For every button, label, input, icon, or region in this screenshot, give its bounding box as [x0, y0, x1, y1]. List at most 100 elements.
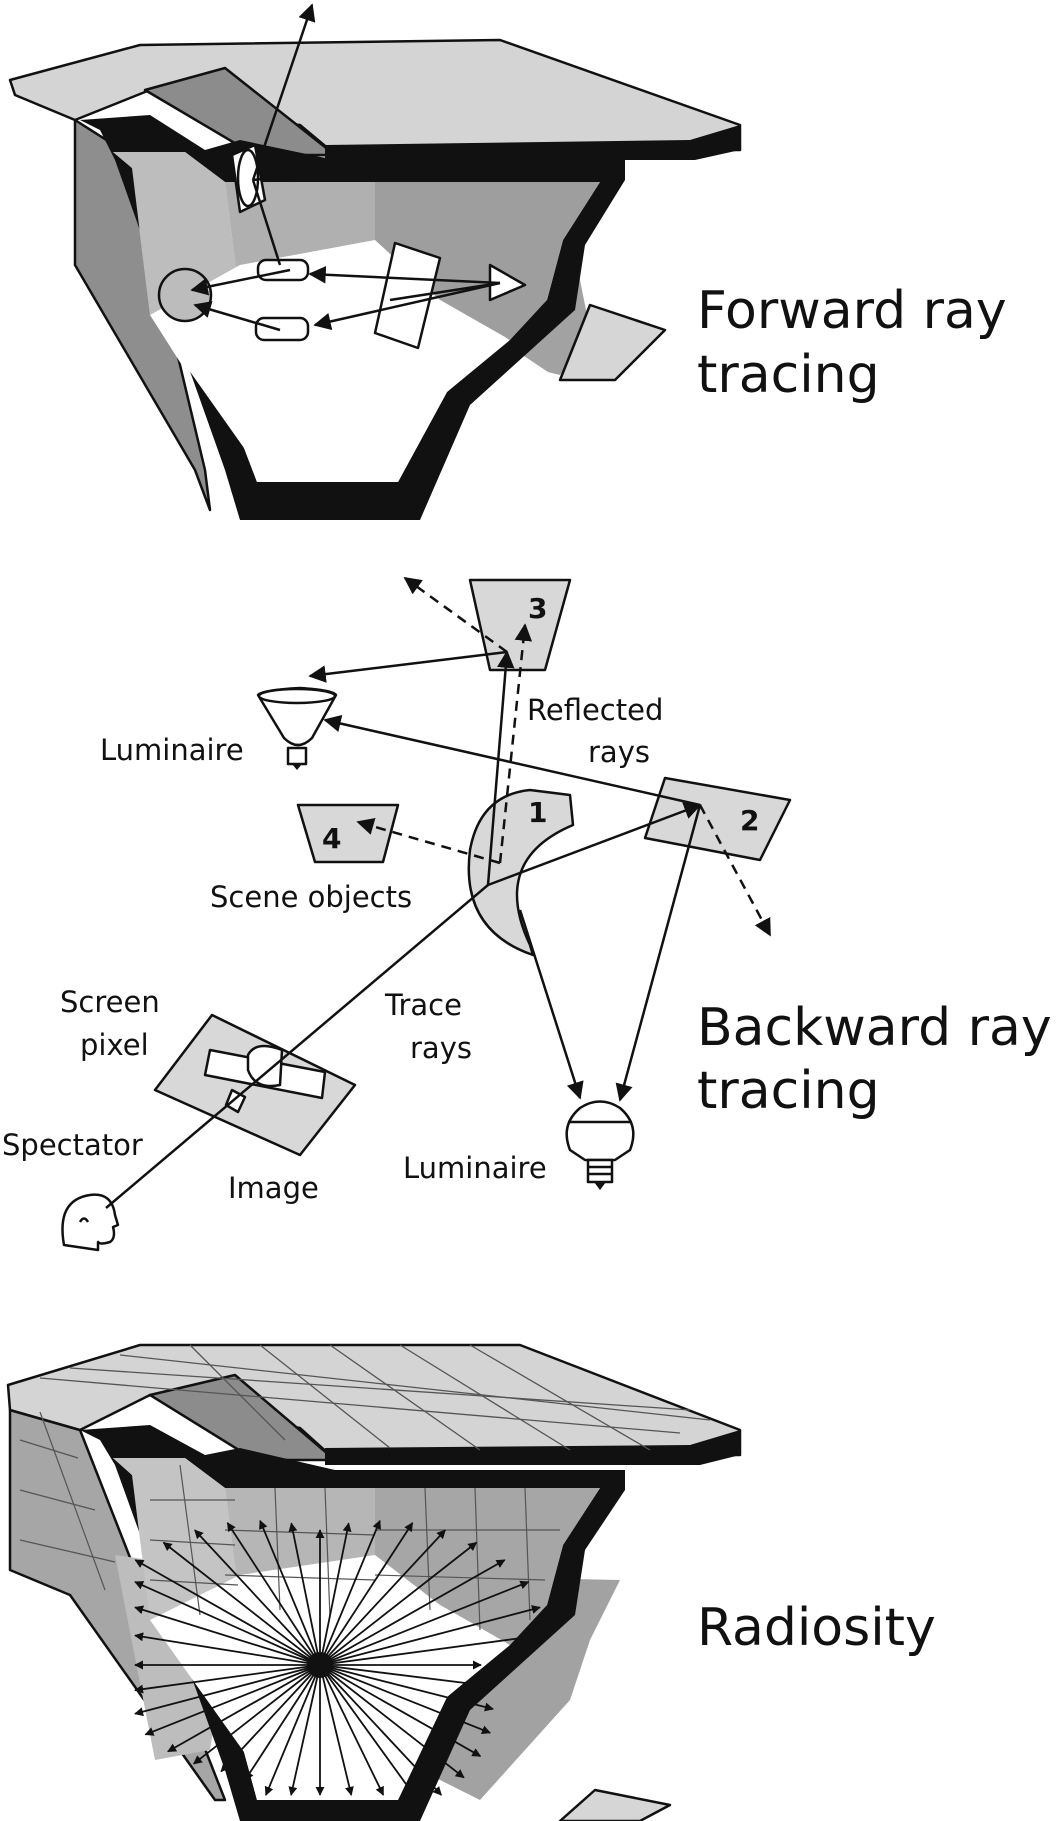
- luminaire-bottom-label: Luminaire: [403, 1151, 547, 1185]
- trace-ray: [105, 884, 489, 1209]
- radiosity-ledge: [558, 1788, 672, 1821]
- radiosity-ray: [259, 1519, 321, 1666]
- reflected-rays-label-line2: rays: [588, 735, 650, 769]
- backward-rays: [105, 576, 772, 1209]
- spectator-head-icon: [61, 1193, 120, 1252]
- forward-title-line1: Forward ray: [697, 281, 1007, 341]
- radiosity-ray: [319, 1580, 530, 1666]
- trace-rays-label-line1: Trace: [384, 988, 462, 1022]
- forward-ray: [252, 168, 336, 182]
- scene-objects-label: Scene objects: [210, 880, 412, 914]
- backward-ray-tracing-panel: 3 4 1 2: [2, 576, 1052, 1252]
- scene-object-2: [643, 776, 792, 862]
- forward-ray-tracing-panel: Forward ray tracing: [8, 3, 1007, 520]
- radiosity-title: Radiosity: [697, 1598, 936, 1658]
- radiosity-ray: [319, 1664, 491, 1690]
- radiosity-ray: [319, 1541, 478, 1666]
- forward-ray: [308, 266, 501, 285]
- object-4-label: 4: [322, 822, 341, 855]
- radiosity-ray: [220, 1664, 321, 1773]
- forward-title-line2: tracing: [697, 345, 880, 405]
- radiosity-ray: [162, 1541, 321, 1666]
- radiosity-ray: [319, 1519, 381, 1666]
- roof: [8, 38, 742, 152]
- receiver-sphere: [157, 267, 213, 323]
- radiosity-ray: [319, 1522, 352, 1666]
- radiosity-panel: Radiosity: [6, 1343, 936, 1821]
- radiosity-ray: [319, 1664, 415, 1796]
- radiosity-ray: [319, 1632, 541, 1666]
- radiosity-ray: [319, 1664, 354, 1796]
- radiosity-ray: [226, 1522, 321, 1666]
- radiosity-rays: [134, 1519, 541, 1796]
- trace-ray: [487, 802, 702, 887]
- radiosity-ray: [319, 1605, 541, 1666]
- radiosity-ray: [167, 1664, 321, 1753]
- lower-ledge: [558, 303, 667, 382]
- reflected-ray: [403, 576, 508, 654]
- radiosity-ray: [319, 1559, 506, 1666]
- radiosity-ray: [319, 1664, 491, 1734]
- radiosity-ray: [288, 1522, 321, 1666]
- radiosity-ray: [319, 1664, 442, 1796]
- radiosity-source-point: [307, 1652, 333, 1678]
- radiosity-ray: [192, 1664, 321, 1765]
- radiosity-ray: [319, 1529, 446, 1666]
- shadow-ray: [308, 650, 508, 683]
- scene-object-3: [468, 578, 572, 672]
- radiosity-ray: [319, 1664, 494, 1712]
- lens-upper: [256, 258, 310, 282]
- radiosity-ray: [134, 1664, 321, 1694]
- forward-ray: [193, 301, 281, 332]
- reflected-ray: [698, 804, 772, 937]
- spectator-label: Spectator: [2, 1128, 143, 1162]
- object-1-label: 1: [528, 796, 547, 829]
- forward-ray: [251, 179, 282, 266]
- radiosity-ray: [319, 1664, 482, 1757]
- luminaire-top-label: Luminaire: [100, 733, 244, 767]
- radiosity-ray: [319, 1522, 414, 1666]
- trace-ray: [486, 650, 515, 886]
- luminaire-bottom-icon: [565, 1100, 635, 1190]
- radiosity-ray: [319, 1664, 465, 1779]
- shadow-ray: [323, 714, 701, 807]
- backward-title-line2: tracing: [697, 1061, 880, 1121]
- radiosity-ray: [319, 1664, 385, 1796]
- reflected-ray: [356, 817, 501, 865]
- reflected-ray: [498, 623, 533, 864]
- backward-title-line1: Backward ray: [697, 998, 1052, 1058]
- forward-ray: [190, 268, 291, 296]
- forward-optics: [157, 3, 527, 350]
- reflected-rays-label-line1: Reflected: [527, 693, 663, 727]
- shadow-ray: [615, 804, 702, 1102]
- radiosity-ray: [264, 1664, 321, 1796]
- luminaire-top-icon: [256, 686, 338, 770]
- radiosity-roof-grid: [39, 1344, 711, 1451]
- screen-pixel-label-line1: Screen: [60, 985, 160, 1019]
- radiosity-ray: [134, 1632, 321, 1666]
- object-3-label: 3: [528, 592, 547, 625]
- forward-ray-exit: [251, 3, 316, 181]
- radiosity-ray: [134, 1605, 321, 1666]
- radiosity-ray: [134, 1559, 321, 1666]
- object-2-label: 2: [740, 804, 759, 837]
- forward-ray: [313, 281, 501, 331]
- roof-edge: [325, 125, 740, 160]
- prism-plate: [373, 241, 442, 350]
- trace-rays-label-line2: rays: [410, 1031, 472, 1065]
- radiosity-ray: [144, 1664, 321, 1736]
- shadow-ray: [518, 909, 584, 1100]
- radiosity-ray: [134, 1664, 321, 1717]
- scene-object-1: [467, 788, 575, 957]
- scene-object-4: [296, 803, 400, 864]
- screen-pixel-label-line2: pixel: [80, 1028, 149, 1062]
- lens-lower: [254, 316, 310, 342]
- radiosity-ray: [194, 1529, 321, 1666]
- radiosity-ray: [288, 1664, 321, 1796]
- image-label: Image: [228, 1171, 319, 1205]
- radiosity-ray: [134, 1581, 321, 1666]
- screen-pixel-plane: [153, 1013, 357, 1157]
- radiosity-ray: [244, 1664, 321, 1781]
- forward-ray: [389, 281, 501, 302]
